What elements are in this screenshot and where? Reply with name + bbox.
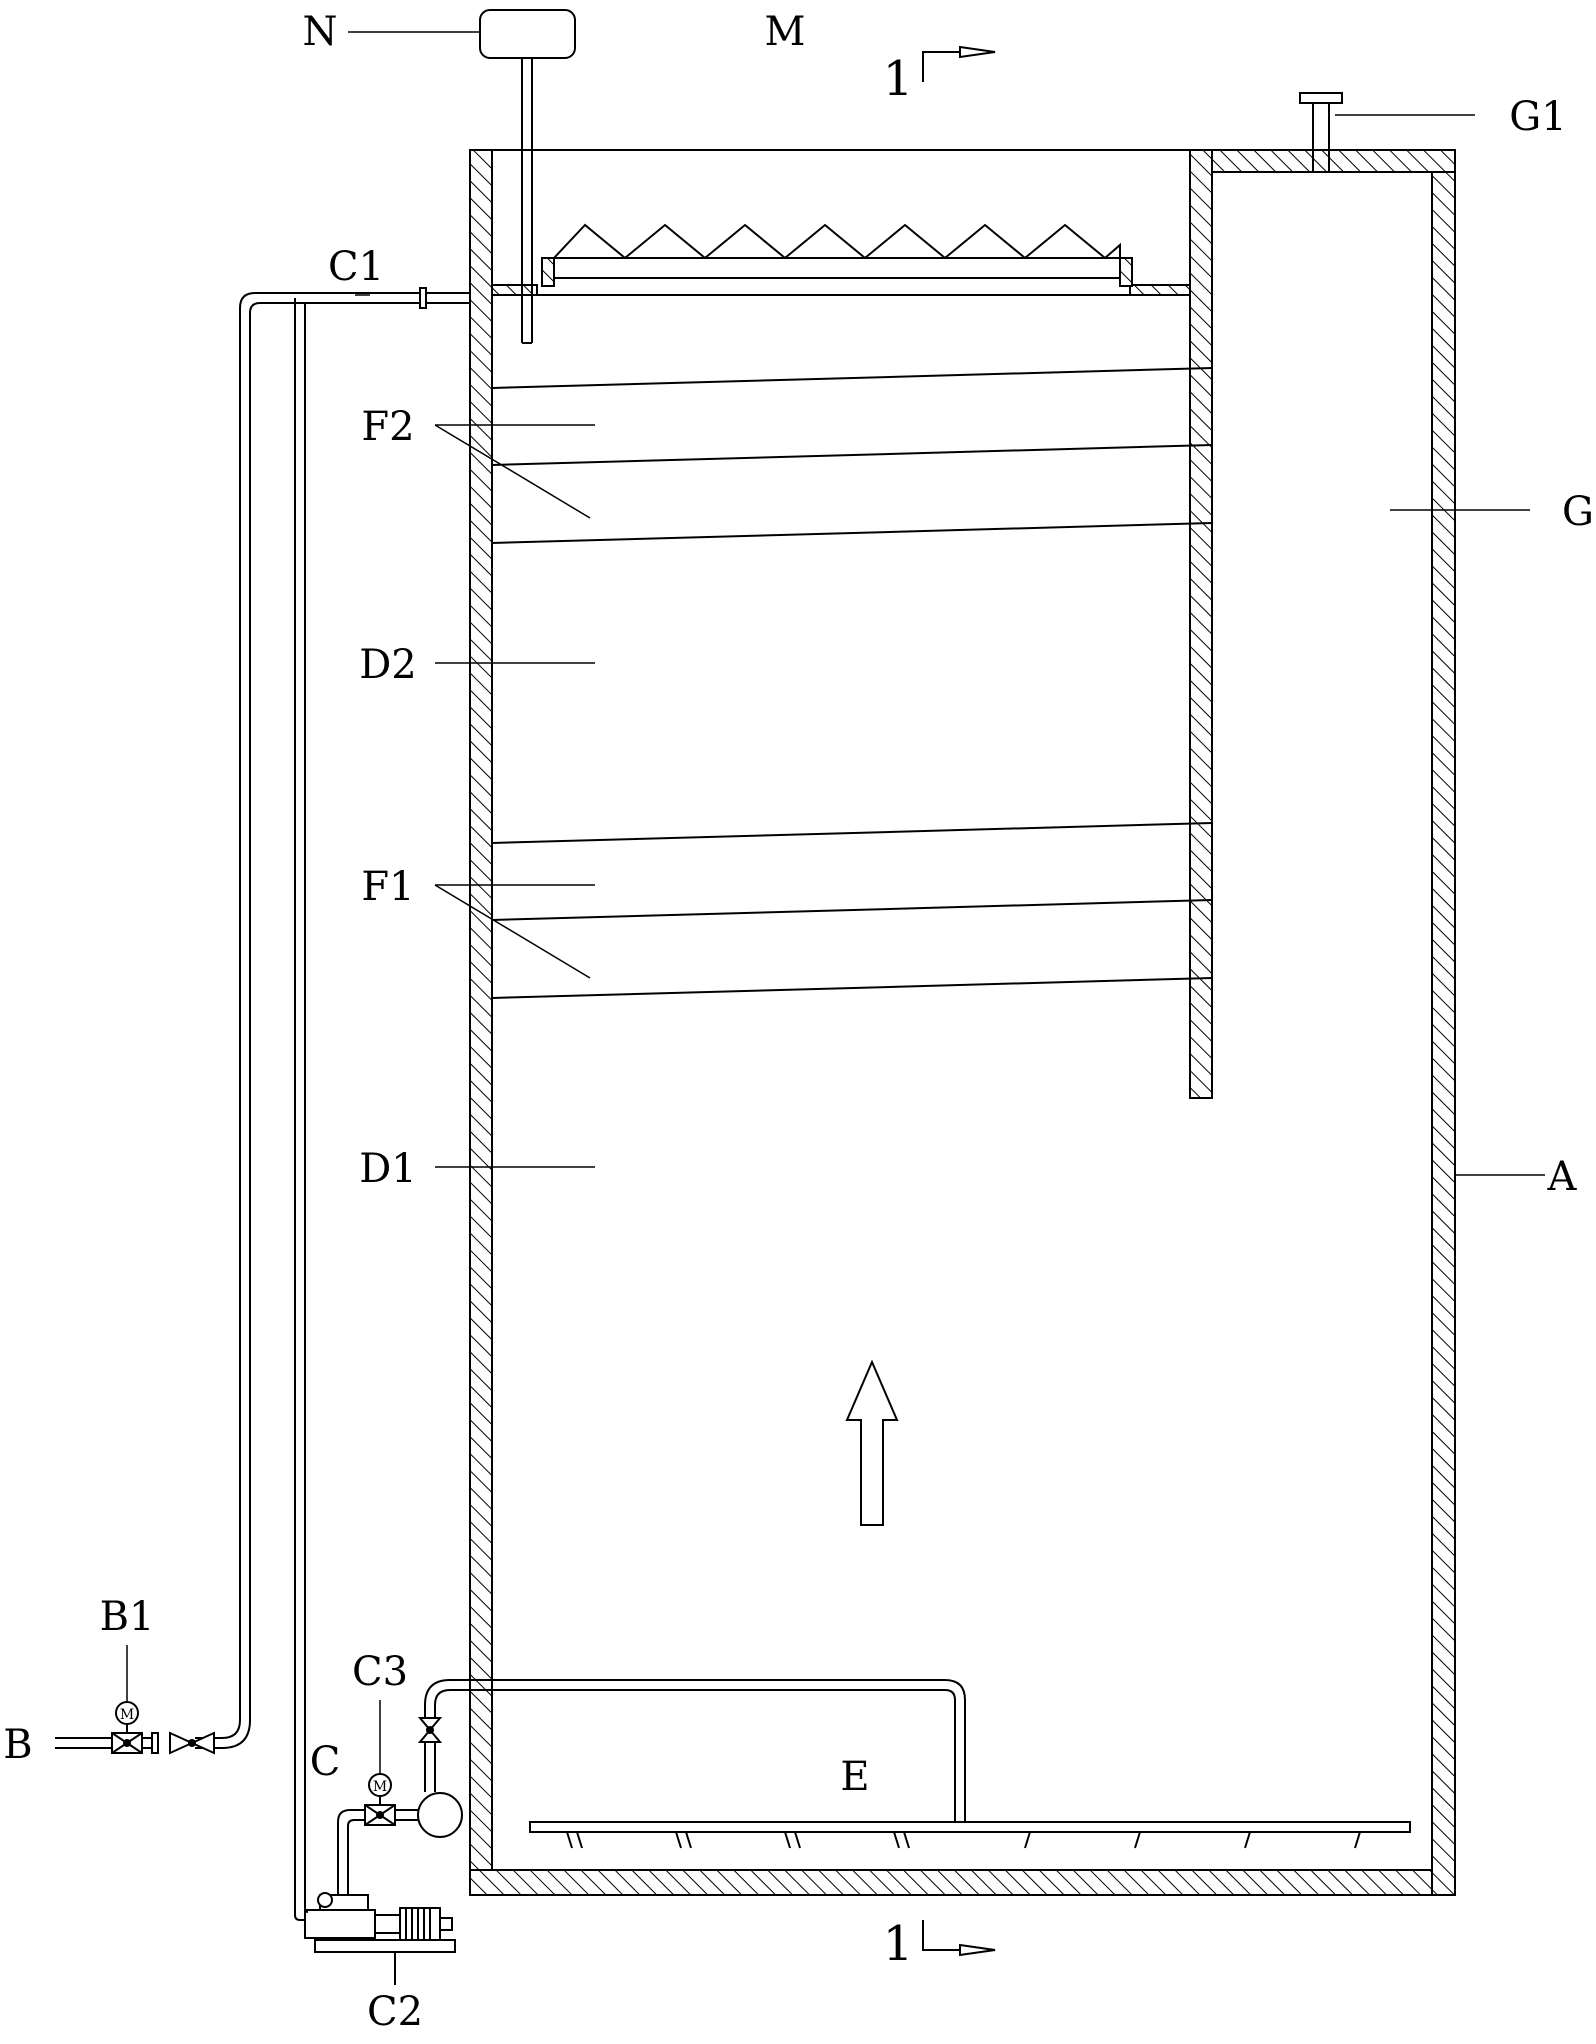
label-g: G xyxy=(1562,489,1594,535)
motor-c3-letter: M xyxy=(373,1779,387,1795)
left-wall xyxy=(469,149,493,1896)
section-marker-bottom xyxy=(922,1920,996,1957)
n-box xyxy=(479,9,576,59)
flow-arrow xyxy=(845,1359,899,1526)
component-n xyxy=(479,9,576,344)
pump-c2 xyxy=(304,1892,456,1985)
nozzle xyxy=(675,1831,682,1849)
section-marker-top xyxy=(922,45,996,82)
leader-f1b xyxy=(434,884,591,979)
label-a: A xyxy=(1547,1154,1578,1200)
component-m xyxy=(541,223,1133,287)
pump-circle xyxy=(417,1792,463,1838)
nozzle xyxy=(1354,1831,1361,1849)
tank-shell xyxy=(469,149,1456,1896)
label-d2: D2 xyxy=(359,642,417,688)
label-n: N xyxy=(303,9,338,55)
label-section-top: 1 xyxy=(883,51,914,107)
nozzle xyxy=(794,1831,801,1849)
leader-f2b xyxy=(434,424,591,519)
inclined-plates xyxy=(491,367,1213,999)
nozzle xyxy=(893,1831,900,1849)
nozzle xyxy=(566,1831,573,1849)
nozzle xyxy=(903,1831,910,1849)
label-c2: C2 xyxy=(367,1989,423,2035)
recirculation-pipe xyxy=(417,1679,966,1838)
label-d1: D1 xyxy=(359,1146,417,1192)
top-ledge xyxy=(491,284,1191,296)
nozzle xyxy=(685,1831,692,1849)
label-g1: G1 xyxy=(1509,94,1566,140)
nozzle xyxy=(576,1831,583,1849)
leader-lines xyxy=(126,31,1545,1774)
label-f2: F2 xyxy=(361,404,414,450)
pipe-c1 xyxy=(195,287,470,1921)
label-b1: B1 xyxy=(100,1594,155,1640)
label-f1: F1 xyxy=(361,864,414,910)
label-c1: C1 xyxy=(328,244,384,290)
bottom-wall xyxy=(469,1869,1456,1896)
outlet-g1 xyxy=(1299,92,1343,172)
motor-b1-letter: M xyxy=(120,1707,134,1723)
distributor-e xyxy=(529,1821,1411,1849)
right-wall xyxy=(1431,149,1456,1896)
nozzle xyxy=(1134,1831,1141,1849)
top-right-wall xyxy=(1189,149,1456,173)
label-m: M xyxy=(765,9,806,55)
nozzle xyxy=(1244,1831,1251,1849)
label-b: B xyxy=(3,1722,32,1768)
nozzle xyxy=(1024,1831,1031,1849)
labels: N M 1 G1 C1 F2 G D2 F1 D1 A B1 C3 B C E … xyxy=(3,9,1594,2035)
valve-c3-assembly: M xyxy=(337,1773,418,1900)
inlet-b: M xyxy=(55,1701,215,1755)
m-right-flange xyxy=(1119,257,1133,287)
label-e: E xyxy=(840,1754,869,1800)
nozzle xyxy=(784,1831,791,1849)
label-c: C xyxy=(310,1739,341,1785)
label-c3: C3 xyxy=(352,1649,408,1695)
m-left-flange xyxy=(541,257,555,287)
partition-wall xyxy=(1189,149,1213,1099)
m-serration xyxy=(553,223,1121,260)
label-section-bottom: 1 xyxy=(883,1916,914,1972)
